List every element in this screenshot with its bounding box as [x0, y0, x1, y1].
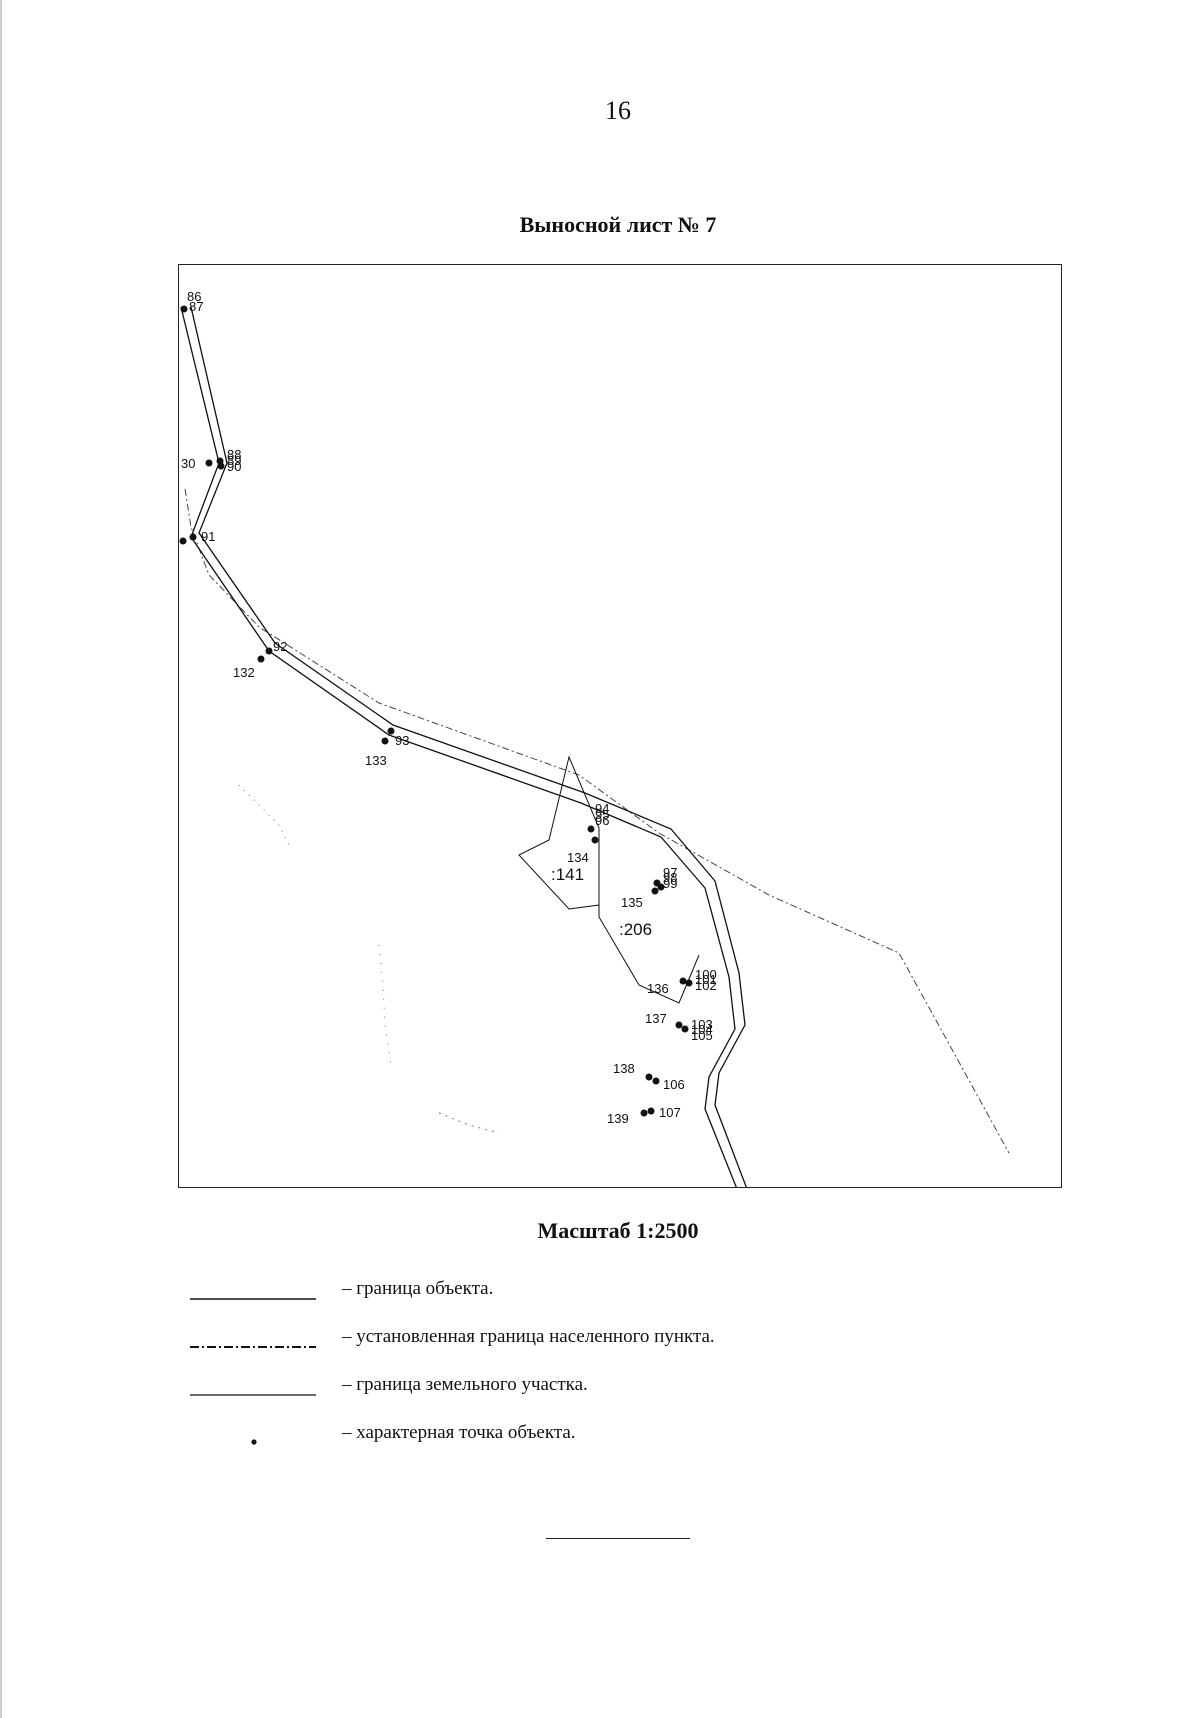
parcel-boundary-symbol: [190, 1384, 316, 1396]
scan-edge: [0, 0, 2, 1718]
object-boundary-symbol: [190, 1288, 316, 1300]
point-label: 107: [659, 1105, 681, 1120]
scan-trace: [238, 784, 290, 846]
point-label: 91: [201, 529, 215, 544]
point-label: 99: [663, 876, 677, 891]
point-label: 93: [395, 733, 409, 748]
point-label: 102: [695, 978, 717, 993]
scan-trace: [378, 944, 392, 1066]
point-label: 138: [613, 1061, 635, 1076]
parcel-label-141: :141: [551, 865, 584, 884]
parcel-206-boundary: [598, 828, 700, 1004]
point-label: 90: [227, 459, 241, 474]
parcel-141-boundary: [518, 755, 600, 910]
point-label: 89: [227, 453, 241, 468]
point-label: 86: [187, 289, 201, 304]
point-label: 92: [273, 639, 287, 654]
object-boundary-inner: [190, 306, 747, 1187]
point-label: 132: [233, 665, 255, 680]
page-end-rule: [546, 1538, 690, 1539]
point-label: 101: [695, 972, 717, 987]
point-label: 106: [663, 1077, 685, 1092]
point-label: 136: [647, 981, 669, 996]
point-label: 94: [595, 801, 609, 816]
point-label: 134: [567, 850, 589, 865]
legend-text: – характерная точка объекта.: [342, 1422, 576, 1443]
point-label: 105: [691, 1028, 713, 1043]
scan-trace: [438, 1112, 500, 1134]
point-label: 104: [691, 1022, 713, 1037]
point-label: 139: [607, 1111, 629, 1126]
object-boundary-outer: [180, 306, 737, 1187]
point-label: 96: [595, 813, 609, 828]
legend: – граница объекта. – установленная грани…: [190, 1278, 1090, 1470]
legend-item-object-boundary: – граница объекта.: [190, 1278, 1090, 1326]
parcel-label-206: :206: [619, 920, 652, 939]
legend-item-characteristic-point: – характерная точка объекта.: [190, 1422, 1090, 1470]
legend-text: – граница объекта.: [342, 1278, 494, 1299]
point-label: 135: [621, 895, 643, 910]
characteristic-point-symbol: [190, 1432, 316, 1445]
point-label: 98: [663, 870, 677, 885]
map-scale: Масштаб 1:2500: [537, 1218, 699, 1243]
point-label: 103: [691, 1017, 713, 1032]
point-label: 88: [227, 447, 241, 462]
point-label: 95: [595, 807, 609, 822]
legend-item-parcel-boundary: – граница земельного участка.: [190, 1374, 1090, 1422]
point-label: 137: [645, 1011, 667, 1026]
map-frame[interactable]: 86 87 30 88 89 90 91 92 132 93 133 94 95…: [178, 264, 1062, 1188]
settlement-boundary-symbol: [190, 1336, 316, 1348]
point-label: 133: [365, 753, 387, 768]
point-label: 100: [695, 967, 717, 982]
point-label: 30: [181, 456, 195, 471]
point-label: 87: [189, 299, 203, 314]
legend-text: – установленная граница населенного пунк…: [342, 1326, 715, 1347]
characteristic-points: [179, 305, 693, 1117]
legend-item-settlement-boundary: – установленная граница населенного пунк…: [190, 1326, 1090, 1374]
point-label: 97: [663, 865, 677, 880]
legend-text: – граница земельного участка.: [342, 1374, 588, 1395]
sheet-title: Выносной лист № 7: [519, 212, 717, 237]
page-number: 16: [605, 96, 631, 125]
map-canvas: 86 87 30 88 89 90 91 92 132 93 133 94 95…: [179, 289, 1010, 1187]
